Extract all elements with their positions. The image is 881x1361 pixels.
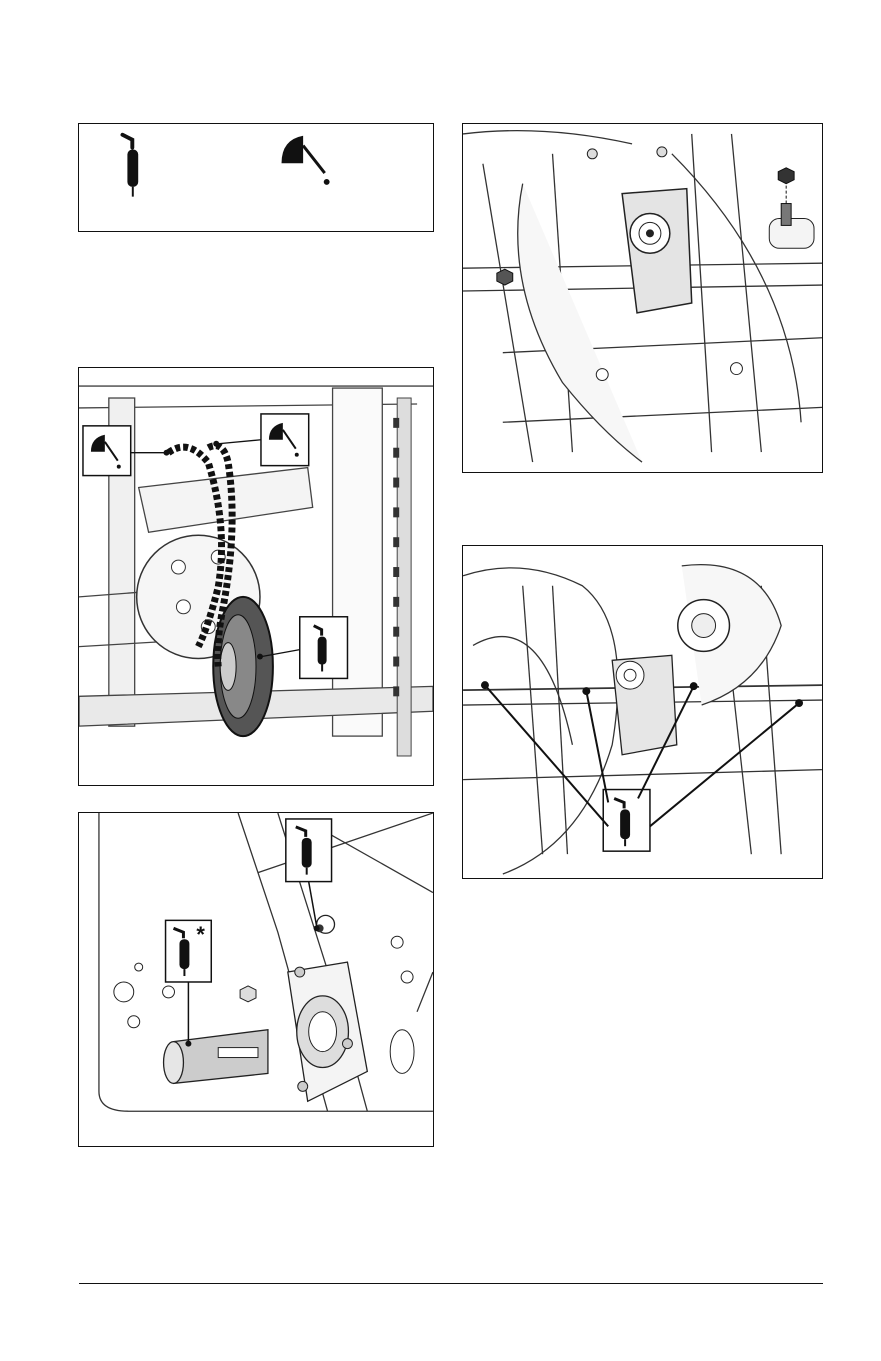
auger-grease-points-figure	[462, 545, 823, 879]
gearbox-housing	[622, 189, 692, 313]
shear-pin-assembly	[769, 168, 814, 249]
auger-grease-points-drawing	[463, 546, 822, 878]
asterisk-mark: *	[196, 922, 205, 947]
lubricant-legend-drawing	[79, 124, 433, 231]
chain-drive-figure	[78, 367, 434, 786]
auger-gearbox-figure	[462, 123, 823, 473]
grease-gun-icon	[122, 135, 138, 197]
auger-gearbox-drawing	[463, 124, 822, 472]
oil-callout-left	[83, 426, 131, 476]
drive-shaft	[164, 1030, 268, 1084]
oil-callout-right	[261, 414, 309, 466]
chain-drive-drawing	[79, 368, 433, 785]
drive-shaft-figure: *	[78, 812, 434, 1147]
oil-can-icon	[282, 136, 330, 185]
bearing-flange	[288, 962, 368, 1101]
footer-rule	[79, 1283, 823, 1284]
lubricant-legend-figure	[78, 123, 434, 232]
drive-shaft-drawing: *	[79, 813, 433, 1146]
